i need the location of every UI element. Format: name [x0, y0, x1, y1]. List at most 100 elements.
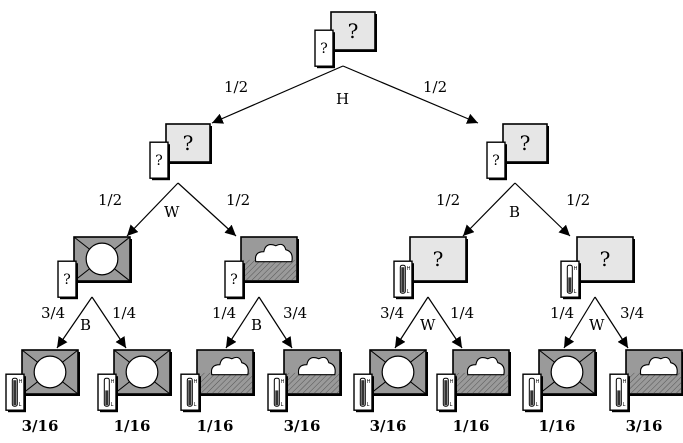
cloud-icon [639, 356, 678, 376]
thermometer-low-mark: L [450, 402, 453, 408]
thermometer-fill [361, 380, 365, 406]
thermometer-frame [224, 260, 244, 298]
prob-rl-right: 1/4 [450, 304, 474, 322]
node-rr: ?HL [560, 236, 635, 300]
sun-icon [125, 355, 159, 389]
prob-rl-left: 3/4 [380, 304, 404, 322]
var-root: H [336, 90, 349, 108]
thermometer-low-mark: L [194, 402, 197, 408]
edge-labels: 1/2 1/2 1/2 1/2 1/2 1/2 3/4 1/4 1/4 3/4 … [41, 78, 644, 322]
prob-lr-right: 3/4 [283, 304, 307, 322]
thermometer-frame [57, 260, 77, 298]
thermometer-frame [486, 141, 506, 179]
prob-right-left: 1/2 [436, 191, 460, 209]
var-right: B [509, 203, 520, 221]
leaf-prob-3: 1/16 [197, 417, 234, 435]
leaf-prob-2: 1/16 [114, 417, 151, 435]
question-mark: ? [520, 131, 531, 155]
thermometer-fill [444, 380, 448, 406]
thermometer-low-mark: L [111, 402, 114, 408]
leaf-prob-4: 3/16 [284, 417, 321, 435]
card-frame [576, 236, 634, 282]
thermometer-low-mark: L [574, 289, 577, 295]
sun-icon [381, 355, 415, 389]
thermometer-high-mark: H [623, 379, 627, 385]
thermometer-fill [617, 390, 621, 406]
edge-ll-left [56, 296, 93, 349]
prob-right-right: 1/2 [566, 191, 590, 209]
prob-ll-right: 1/4 [112, 304, 136, 322]
rain-icon [627, 372, 681, 394]
edge-left-left [126, 182, 179, 237]
question-mark: ? [433, 247, 444, 271]
thermometer-high-mark: H [407, 266, 411, 272]
rain-icon [454, 372, 508, 394]
edge-ll-right [91, 296, 127, 349]
thermometer-high-mark: H [194, 379, 198, 385]
leaf-3: HL [180, 349, 255, 413]
leaf-7: HL [522, 349, 597, 413]
thermometer-high-mark: H [19, 379, 23, 385]
thermometer-high-mark: H [281, 379, 285, 385]
thermometer-high-mark: H [450, 379, 454, 385]
leaf-8: HL [609, 349, 683, 413]
thermometer-low-mark: L [367, 402, 370, 408]
sun-icon [33, 355, 67, 389]
node-rl: ? H L [393, 236, 468, 300]
question-mark: ? [183, 131, 194, 155]
rain-icon [242, 259, 296, 281]
card-frame [165, 123, 211, 163]
cloud-icon [466, 356, 505, 376]
edge-rr-right [594, 296, 629, 349]
thermometer-low-mark: L [536, 402, 539, 408]
leaf-4: HL [267, 349, 342, 413]
question-mark: ? [63, 272, 71, 288]
rain-icon [285, 372, 339, 394]
edge-lr-left [225, 296, 260, 349]
edge-rl-right [427, 296, 463, 349]
node-lr: ? [224, 236, 299, 300]
var-rl: W [420, 316, 436, 334]
thermometer-fill [188, 380, 192, 406]
leaf-2: HL [97, 349, 172, 413]
thermometer-high-mark: H [111, 379, 115, 385]
var-rr: W [589, 316, 605, 334]
question-mark: ? [492, 153, 500, 169]
thermometer-fill [275, 390, 279, 406]
prob-rr-left: 1/4 [550, 304, 574, 322]
thermometer-fill [401, 267, 405, 293]
prob-left-left: 1/2 [98, 191, 122, 209]
leaf-prob-7: 1/16 [539, 417, 576, 435]
question-mark: ? [230, 272, 238, 288]
thermometer-high-mark: H [536, 379, 540, 385]
thermometer-fill [13, 380, 17, 406]
cloud-icon [210, 356, 249, 376]
leaf-probabilities: 3/16 1/16 1/16 3/16 3/16 1/16 1/16 3/16 [22, 417, 663, 435]
leaf-1: HL [5, 349, 80, 413]
prob-root-left: 1/2 [224, 78, 248, 96]
leaf-prob-8: 3/16 [626, 417, 663, 435]
leaf-6: HL [436, 349, 511, 413]
thermometer-low-mark: L [19, 402, 22, 408]
thermometer-fill [530, 390, 534, 406]
prob-ll-left: 3/4 [41, 304, 65, 322]
thermometer-low-mark: L [407, 289, 410, 295]
thermometer-low-mark: L [281, 402, 284, 408]
prob-left-right: 1/2 [226, 191, 250, 209]
cloud-icon [297, 356, 336, 376]
node-h-right: ?? [486, 123, 549, 181]
tree-edges [56, 65, 629, 349]
thermometer-low-mark: L [623, 402, 626, 408]
node-root: ?? [314, 11, 377, 69]
split-labels: H W B B B W W [80, 90, 605, 334]
thermometer-fill [105, 390, 109, 406]
question-mark: ? [155, 153, 163, 169]
edge-rl-left [394, 296, 429, 349]
node-ll: ? [57, 236, 132, 300]
rain-icon [198, 372, 252, 394]
sun-icon [550, 355, 584, 389]
var-left: W [164, 203, 180, 221]
